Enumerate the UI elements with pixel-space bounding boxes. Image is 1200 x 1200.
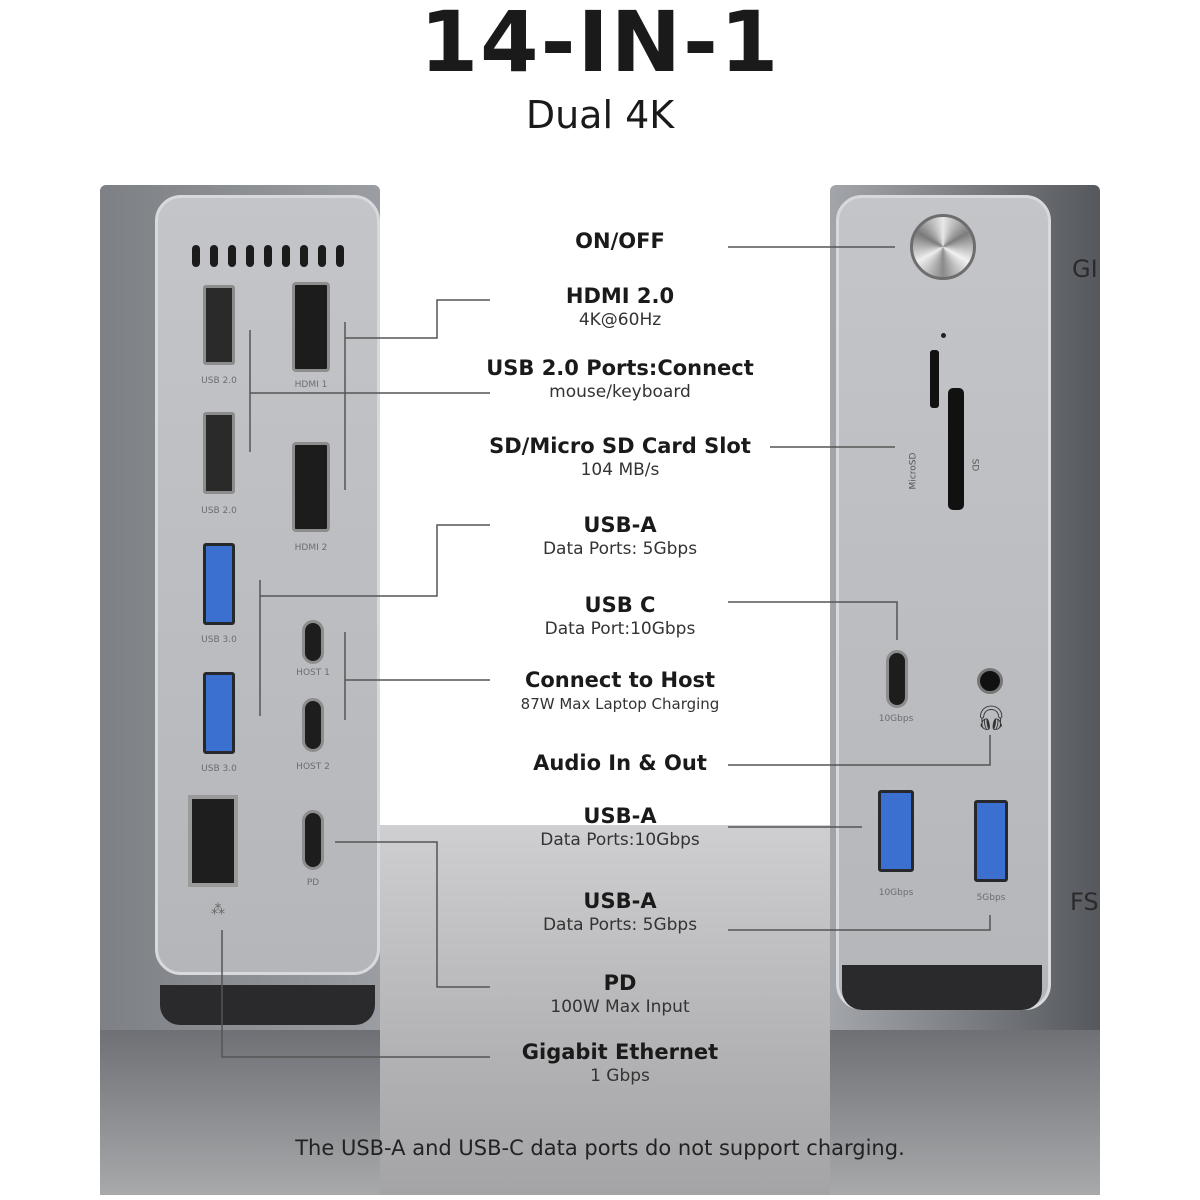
- pd-label: PD: [306, 878, 320, 888]
- usba-10gbps-port: [878, 790, 914, 872]
- vent-slot: [192, 245, 200, 267]
- right-dock-cable-slot: [842, 965, 1042, 1010]
- vent-slot: [210, 245, 218, 267]
- hdmi2-label: HDMI 2: [294, 543, 328, 553]
- microsd-slot: [930, 350, 939, 408]
- vent-slot: [282, 245, 290, 267]
- line-audio: [728, 735, 991, 766]
- line-usbc: [728, 601, 898, 640]
- hdmi-port-2: [292, 442, 330, 532]
- vent-slot: [228, 245, 236, 267]
- headphone-icon: 🎧︎: [976, 704, 1007, 732]
- usb3-port-1: [203, 543, 235, 625]
- line-hdmi: [344, 299, 490, 490]
- usb2-label: USB 2.0: [201, 376, 237, 386]
- sd-slot: [948, 388, 964, 510]
- usb3-label: USB 3.0: [201, 635, 237, 645]
- host2-label: HOST 2: [296, 762, 330, 772]
- label-onoff: ON/OFF: [575, 229, 665, 253]
- line-usb2: [249, 330, 490, 452]
- usb2-port-2: [203, 412, 235, 494]
- hdmi-port-1: [292, 282, 330, 372]
- line-usba-5-right: [728, 915, 991, 931]
- left-dock-cable-slot: [160, 985, 375, 1025]
- footer-note: The USB-A and USB-C data ports do not su…: [295, 1136, 905, 1160]
- usbc-data-port: [886, 650, 908, 708]
- usbc-host1-port: [302, 620, 324, 664]
- usba1-label: 10Gbps: [878, 888, 914, 898]
- usbc-host2-port: [302, 698, 324, 752]
- line-pd: [335, 841, 490, 988]
- line-host: [344, 632, 490, 720]
- side-text-bottom: FS: [1070, 888, 1099, 916]
- right-dock-shadow: [830, 1030, 1100, 1195]
- usb3-port-2: [203, 672, 235, 754]
- vent-slot: [264, 245, 272, 267]
- usba-5gbps-port: [974, 800, 1008, 882]
- usbc-speed-label: 10Gbps: [878, 714, 914, 724]
- title: 14-IN-1: [419, 0, 781, 91]
- power-led: [941, 333, 946, 338]
- ethernet-port: [188, 795, 238, 887]
- hdmi1-label: HDMI 1: [294, 380, 328, 390]
- usba2-label: 5Gbps: [976, 893, 1006, 903]
- usbc-pd-port: [302, 810, 324, 870]
- line-usba-5: [259, 524, 490, 716]
- usb3-label: USB 3.0: [201, 764, 237, 774]
- power-button[interactable]: [910, 214, 976, 280]
- vent-slot: [318, 245, 326, 267]
- ethernet-icon: ⁂: [211, 902, 225, 918]
- vent-slot: [246, 245, 254, 267]
- audio-jack: [977, 668, 1003, 694]
- line-ethernet: [221, 930, 490, 1058]
- usb2-label: USB 2.0: [201, 506, 237, 516]
- subtitle: Dual 4K: [525, 93, 675, 137]
- host1-label: HOST 1: [296, 668, 330, 678]
- vent-slot: [336, 245, 344, 267]
- side-text-top: GI: [1072, 255, 1098, 283]
- usb2-port-1: [203, 285, 235, 365]
- vent-slot: [300, 245, 308, 267]
- label-audio: Audio In & Out: [533, 751, 707, 775]
